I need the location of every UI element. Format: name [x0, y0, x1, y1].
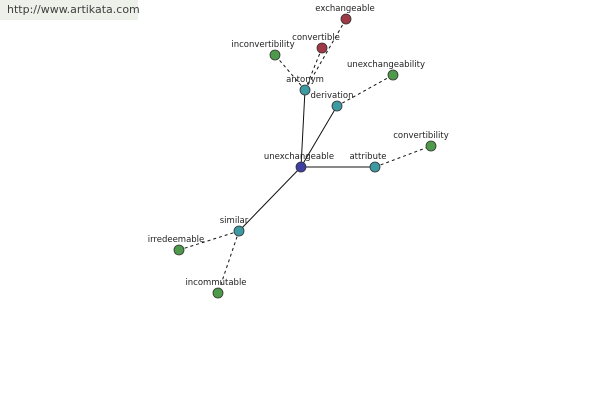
- node-label-exchangeable[interactable]: exchangeable: [315, 4, 374, 14]
- node-label-unexchangeability[interactable]: unexchangeability: [347, 60, 425, 70]
- node-dot-convertible[interactable]: [316, 42, 328, 54]
- node-label-irredeemable[interactable]: irredeemable: [148, 235, 205, 245]
- node-dot-antonym[interactable]: [299, 84, 311, 96]
- node-dot-derivation[interactable]: [331, 100, 343, 112]
- node-label-antonym[interactable]: antonym: [286, 75, 324, 85]
- node-dot-exchangeable[interactable]: [340, 13, 352, 25]
- node-label-convertibility[interactable]: convertibility: [393, 131, 449, 141]
- node-incommutable[interactable]: incommutable: [185, 278, 247, 299]
- node-dot-similar[interactable]: [233, 225, 245, 237]
- node-dot-irredeemable[interactable]: [173, 244, 185, 256]
- node-convertible[interactable]: convertible: [292, 33, 340, 54]
- node-dot-unexchangeable[interactable]: [295, 161, 307, 173]
- edge-similar-incommutable: [217, 230, 240, 294]
- edge-unexchangeable-antonym: [300, 89, 306, 168]
- node-label-similar[interactable]: similar: [220, 216, 249, 226]
- node-antonym[interactable]: antonym: [286, 75, 324, 96]
- node-dot-convertibility[interactable]: [425, 140, 437, 152]
- node-irredeemable[interactable]: irredeemable: [148, 235, 205, 256]
- edge-unexchangeable-derivation: [300, 105, 338, 168]
- node-dot-attribute[interactable]: [369, 161, 381, 173]
- node-label-derivation[interactable]: derivation: [310, 91, 353, 101]
- node-dot-inconvertibility[interactable]: [269, 49, 281, 61]
- node-label-convertible[interactable]: convertible: [292, 33, 340, 43]
- node-inconvertibility[interactable]: inconvertibility: [231, 40, 295, 61]
- node-exchangeable[interactable]: exchangeable: [315, 4, 375, 25]
- node-dot-unexchangeability[interactable]: [387, 69, 399, 81]
- node-derivation[interactable]: derivation: [310, 91, 354, 112]
- graph-edges: [178, 18, 432, 294]
- edge-antonym-inconvertibility: [274, 54, 306, 91]
- edge-attribute-convertibility: [374, 145, 432, 168]
- node-dot-incommutable[interactable]: [212, 287, 224, 299]
- node-unexchangeable[interactable]: unexchangeable: [264, 152, 334, 173]
- graph-nodes: unexchangeable antonym derivation attribute…: [148, 4, 449, 299]
- site-watermark[interactable]: http://www.artikata.com: [0, 0, 140, 20]
- node-attribute[interactable]: attribute: [349, 152, 387, 173]
- edge-similar-irredeemable: [178, 230, 240, 251]
- edge-unexchangeable-similar: [238, 166, 302, 232]
- node-convertibility[interactable]: convertibility: [393, 131, 449, 152]
- node-label-attribute[interactable]: attribute: [349, 152, 386, 162]
- edge-antonym-convertible: [304, 47, 323, 91]
- node-label-incommutable[interactable]: incommutable: [185, 278, 246, 288]
- node-label-unexchangeable[interactable]: unexchangeable: [264, 152, 334, 162]
- node-label-inconvertibility[interactable]: inconvertibility: [231, 40, 294, 50]
- node-unexchangeability[interactable]: unexchangeability: [347, 60, 425, 81]
- edge-antonym-exchangeable: [304, 18, 347, 91]
- edge-derivation-unexchangeability: [336, 74, 394, 107]
- node-similar[interactable]: similar: [220, 216, 249, 237]
